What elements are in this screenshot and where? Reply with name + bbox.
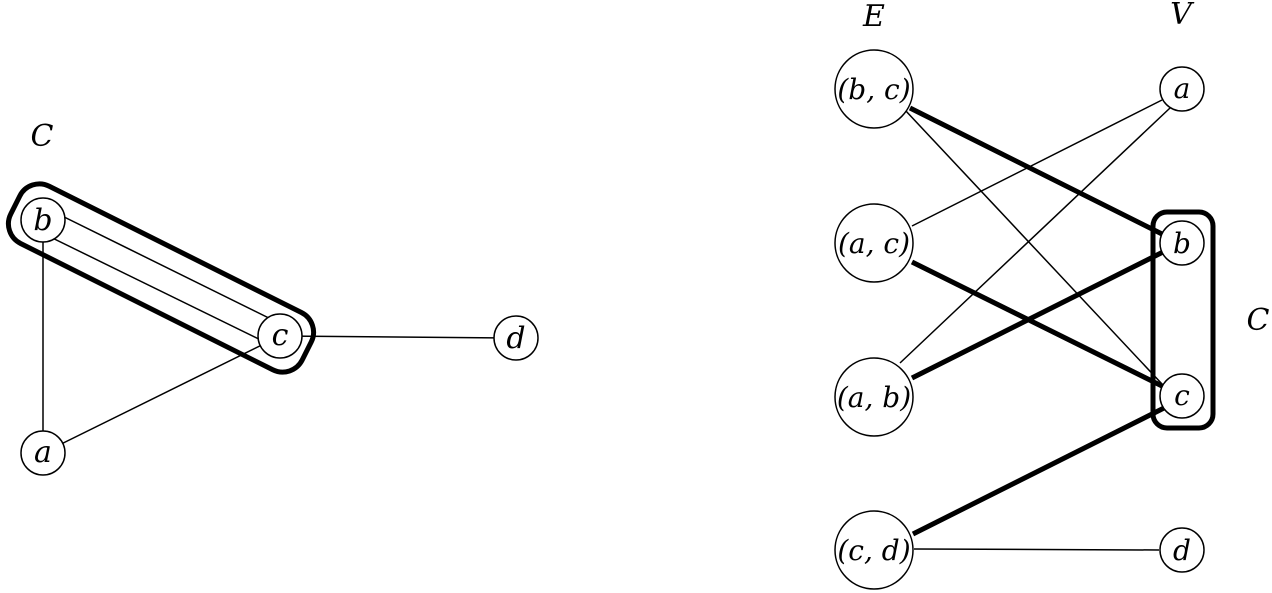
right-cover-label: C [1247,303,1270,338]
left-vertex-a: a [20,430,66,476]
link-cd-c [911,405,1166,537]
vertex-node-b-label: b [1173,227,1191,260]
edge-node-cd-label: (c, d) [837,534,910,567]
left-vertex-c-label: c [272,318,289,353]
edge-column-header: E [862,0,885,34]
edge-node-ab: (a, b) [834,357,914,437]
edge-node-ac: (a, c) [834,203,914,283]
right-graph: E V C (b, c) (a, c) (a, b) (c, d) [834,0,1270,590]
vertex-node-a: a [1159,66,1205,112]
left-vertex-a-label: a [34,435,52,470]
left-vertex-d: d [493,315,539,361]
left-edge-c-d [279,335,517,339]
edge-node-bc: (b, c) [834,49,914,129]
right-cover-group [1150,209,1216,431]
vertex-node-b: b [1159,220,1205,266]
link-ac-c [910,259,1164,389]
left-vertex-b-label: b [33,203,52,238]
left-cover-group [5,181,317,375]
edge-node-ab-label: (a, b) [837,381,911,414]
left-graph: C b c a d [5,119,539,476]
edge-node-cd: (c, d) [834,510,914,590]
link-cd-d [913,548,1160,551]
left-edge-b-c [49,209,286,327]
link-bc-b [908,105,1164,237]
left-cover-label: C [31,119,54,154]
link-bc-c [904,109,1163,385]
link-ac-a [911,99,1163,227]
link-ab-b [910,249,1165,381]
vertex-node-a-label: a [1174,72,1191,105]
left-vertex-d-label: d [506,321,525,356]
vertex-column-header: V [1170,0,1195,32]
vertex-node-c-label: c [1174,379,1190,412]
left-vertex-c: c [257,313,303,359]
vertex-node-d-label: d [1173,534,1191,567]
left-edge-b-c-inner [35,229,274,347]
edge-node-bc-label: (b, c) [837,73,910,106]
left-vertex-b: b [20,197,66,243]
edge-node-ac-label: (a, c) [838,227,910,260]
vertex-node-c: c [1159,373,1205,419]
link-ab-a [899,107,1171,364]
vertex-node-d: d [1159,527,1205,573]
